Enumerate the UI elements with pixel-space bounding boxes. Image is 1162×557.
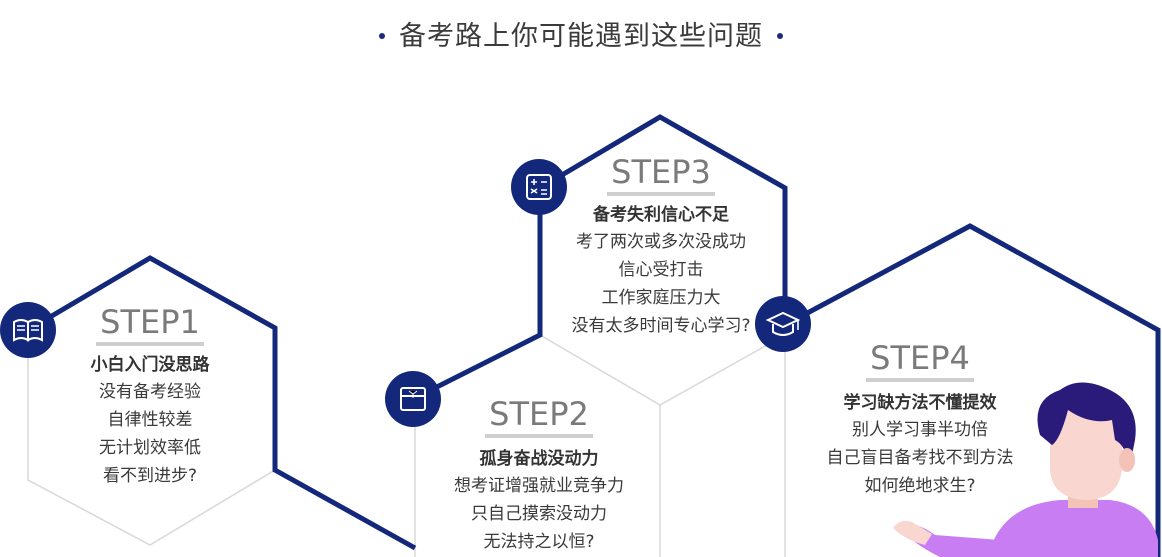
- page-title-text: 备考路上你可能遇到这些问题: [399, 21, 763, 52]
- step-subtitle: 学习缺方法不懂提效: [843, 393, 997, 413]
- step-line: 无法持之以恒?: [483, 532, 595, 552]
- step-line: 无计划效率低: [99, 438, 201, 458]
- step-heading: STEP2: [485, 396, 593, 438]
- step-subtitle: 小白入门没思路: [90, 355, 210, 375]
- step-line: 没有太多时间专心学习?: [571, 316, 751, 336]
- title-dot-right: [777, 32, 783, 39]
- step-heading: STEP4: [866, 340, 974, 382]
- title-dot-left: [379, 32, 385, 39]
- step-line: 考了两次或多次没成功: [576, 232, 746, 252]
- step-line: 想考证增强就业竞争力: [454, 476, 624, 496]
- step-card: STEP1 小白入门没思路 没有备考经验 自律性较差 无计划效率低 看不到进步?: [30, 304, 270, 490]
- step-heading: STEP3: [607, 154, 715, 196]
- step-line: 只自己摸索没动力: [471, 504, 607, 524]
- wallet-icon: [385, 371, 441, 427]
- step-line: 没有备考经验: [99, 382, 201, 402]
- hexagon-outline-step3: [539, 334, 786, 406]
- step-line: 自律性较差: [107, 410, 193, 430]
- page-title: 备考路上你可能遇到这些问题: [0, 14, 1162, 53]
- navy-path-step1: [26, 255, 417, 551]
- step-card: STEP3 备考失利信心不足 考了两次或多次没成功 信心受打击 工作家庭压力大 …: [541, 154, 781, 340]
- calculator-icon: [511, 159, 567, 215]
- step-subtitle: 备考失利信心不足: [593, 205, 729, 225]
- step-subtitle: 孤身奋战没动力: [479, 449, 599, 469]
- navy-path-step3: [538, 114, 788, 325]
- navy-path-step4: [783, 223, 1161, 557]
- step-line: 如何绝地求生?: [864, 476, 976, 496]
- step-line: 自己盲目备考找不到方法: [826, 448, 1014, 468]
- step-line: 看不到进步?: [102, 466, 198, 486]
- book-icon: [0, 302, 56, 358]
- step-card: STEP2 孤身奋战没动力 想考证增强就业竞争力 只自己摸索没动力 无法持之以恒…: [419, 396, 659, 556]
- step-line: 别人学习事半功倍: [852, 420, 988, 440]
- person-illustration: [893, 382, 1158, 557]
- step-card: STEP4 学习缺方法不懂提效 别人学习事半功倍 自己盲目备考找不到方法 如何绝…: [800, 340, 1040, 500]
- navy-path-step2: [413, 188, 543, 401]
- step-line: 信心受打击: [618, 260, 704, 280]
- hexagon-outline-step2: [414, 405, 661, 557]
- step-heading: STEP1: [96, 304, 204, 346]
- hexagon-outline-step1: [27, 330, 276, 546]
- graduation-cap-icon: [755, 296, 811, 352]
- step-line: 工作家庭压力大: [601, 288, 721, 308]
